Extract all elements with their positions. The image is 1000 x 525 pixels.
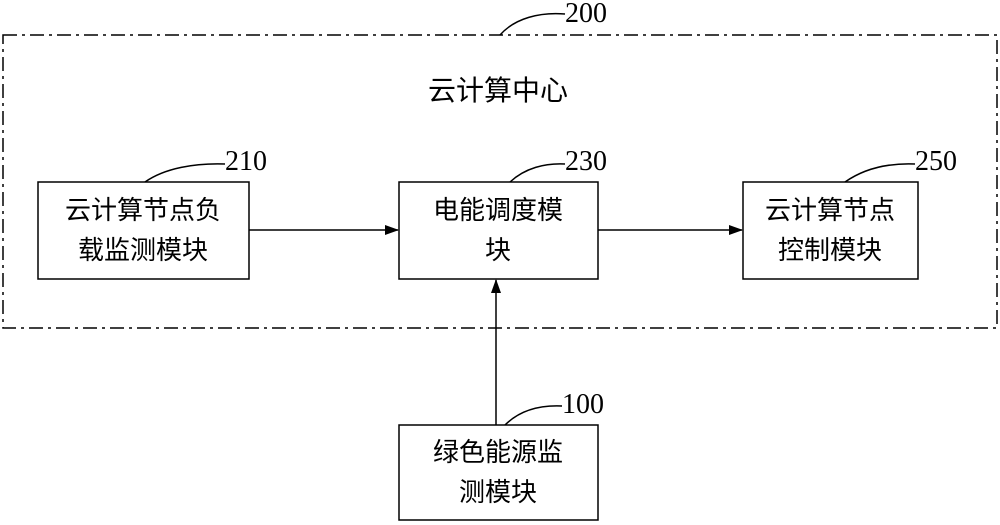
green-energy-label-line2: 测模块 bbox=[459, 478, 537, 508]
green-energy-ref-leader bbox=[504, 405, 563, 426]
power-scheduling-label-line1: 电能调度模 bbox=[433, 196, 563, 226]
cloud-center-ref: 200 bbox=[565, 0, 607, 29]
power-scheduling-module bbox=[398, 181, 599, 280]
node-control-ref: 250 bbox=[915, 146, 957, 177]
load-monitor-ref-leader bbox=[144, 163, 226, 183]
power-scheduling-label-line2: 块 bbox=[485, 236, 511, 266]
load-monitor-label-line1: 云计算节点负 bbox=[65, 196, 221, 226]
node-control-label-line2: 控制模块 bbox=[778, 236, 882, 266]
cloud-center-ref-leader bbox=[499, 12, 566, 36]
node-control-label-line1: 云计算节点 bbox=[765, 196, 895, 226]
load-monitor-ref: 210 bbox=[225, 146, 267, 177]
power-scheduling-ref-leader bbox=[509, 163, 566, 183]
node-control-ref-leader bbox=[844, 163, 916, 183]
green-energy-ref: 100 bbox=[562, 389, 604, 420]
node-control-module bbox=[742, 181, 919, 280]
load-monitor-module bbox=[37, 181, 250, 280]
green-energy-monitor-module bbox=[398, 424, 599, 521]
load-monitor-label-line2: 载监测模块 bbox=[78, 236, 208, 266]
green-energy-label-line1: 绿色能源监 bbox=[433, 438, 563, 468]
cloud-center-title: 云计算中心 bbox=[428, 74, 568, 107]
power-scheduling-ref: 230 bbox=[565, 146, 607, 177]
